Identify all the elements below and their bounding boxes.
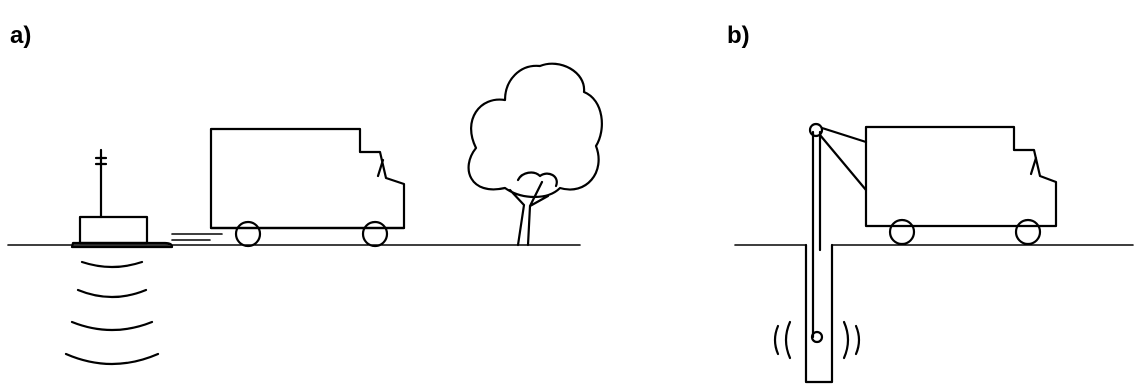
panel-a-scene — [7, 62, 603, 366]
probe-waves — [773, 320, 861, 360]
antenna-icon — [94, 148, 108, 219]
truck-icon-a — [209, 127, 406, 248]
panel-label-a: a) — [10, 22, 32, 49]
mast-pulley-icon — [808, 122, 868, 339]
panel-label-b: b) — [727, 22, 750, 49]
ground-waves-a — [64, 260, 160, 366]
survey-sled-icon — [70, 215, 174, 249]
truck-icon-b — [864, 125, 1058, 246]
borehole — [804, 243, 834, 384]
downhole-probe-icon — [810, 330, 824, 344]
tree-icon — [467, 62, 603, 247]
panel-b-scene — [734, 122, 1134, 384]
